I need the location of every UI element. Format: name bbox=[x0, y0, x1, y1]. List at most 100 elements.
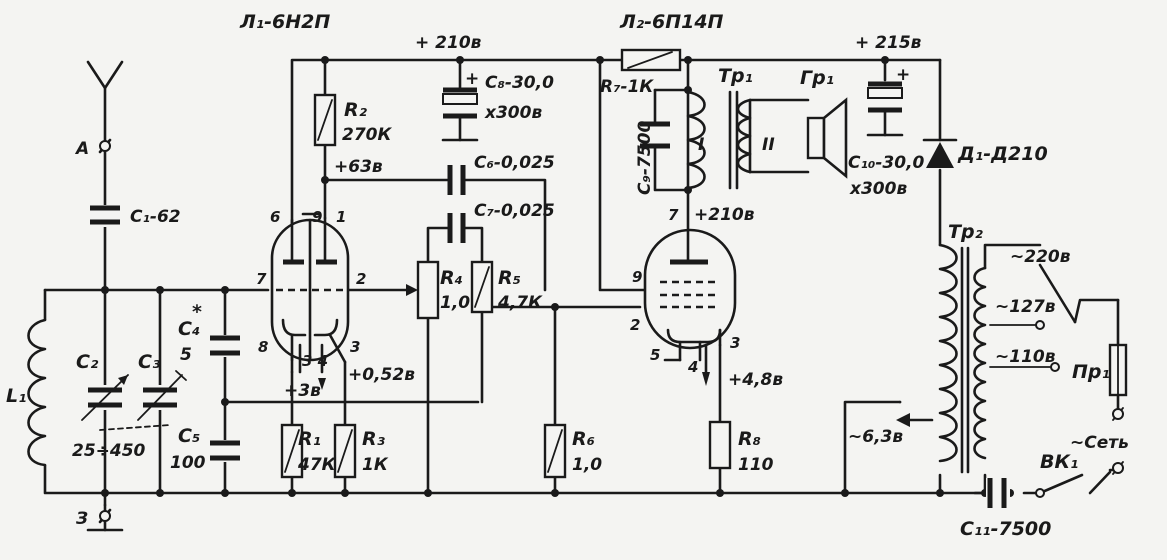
electrolytic-capacitor-c10: + bbox=[866, 65, 910, 137]
pin-l1-8: 8 bbox=[258, 338, 268, 356]
pin-l1-7: 7 bbox=[256, 270, 267, 288]
svg-text:+: + bbox=[896, 65, 910, 85]
capacitor-c4 bbox=[210, 335, 240, 357]
r3-value: 1К bbox=[362, 455, 389, 475]
variable-capacitor-c2 bbox=[81, 374, 129, 421]
resistor-r2 bbox=[313, 93, 337, 147]
resistor-r8 bbox=[708, 420, 732, 470]
r4-value: 1,0 bbox=[440, 293, 470, 313]
mains-label: ~Сеть bbox=[1070, 433, 1129, 453]
v63ac-label: ~6,3в bbox=[848, 427, 903, 447]
winding-1-label: I bbox=[698, 135, 704, 155]
electrolytic-capacitor-c8: + bbox=[441, 69, 479, 142]
c11-label: C₁₁-7500 bbox=[960, 518, 1051, 540]
tube-l1-label: Л₁-6Н2П bbox=[239, 11, 330, 33]
r2-value: 270К bbox=[342, 125, 392, 145]
resistor-r4 bbox=[406, 260, 440, 320]
inductor-l1 bbox=[27, 318, 60, 467]
labels: Л₁-6Н2П Л₂-6П14П А З C₁-62 C₂ C₃ C₄ * 5 … bbox=[6, 11, 1129, 540]
v052-label: +0,52в bbox=[348, 365, 415, 385]
c4-value: 5 bbox=[180, 345, 192, 365]
r6-value: 1,0 bbox=[572, 455, 602, 475]
v210b-label: +210в bbox=[694, 205, 755, 225]
pin-l1-9: 9 bbox=[312, 208, 322, 226]
c3-label: C₃ bbox=[138, 351, 161, 373]
antenna-symbol bbox=[86, 60, 124, 524]
pin-l2-5: 5 bbox=[650, 346, 660, 364]
transformer-tr2 bbox=[896, 243, 987, 474]
c10-voltage: x300в bbox=[849, 179, 907, 199]
c9-label: C₉-7500 bbox=[635, 121, 655, 195]
r8-label: R₈ bbox=[738, 428, 761, 450]
tr2-label: Тр₂ bbox=[948, 221, 984, 243]
c2-label: C₂ bbox=[76, 351, 99, 373]
pin-l2-4: 4 bbox=[687, 358, 698, 376]
c10-label: C₁₀-30,0 bbox=[848, 153, 925, 173]
d1-label: Д₁-Д210 bbox=[957, 143, 1048, 165]
capacitor-c6 bbox=[447, 165, 466, 195]
c8-label: C₈-30,0 bbox=[485, 73, 554, 93]
transformer-tr1 bbox=[686, 90, 752, 190]
antenna-label: А bbox=[74, 139, 89, 159]
v3-label: +3в bbox=[284, 381, 321, 401]
r5-label: R₅ bbox=[498, 267, 521, 289]
l1-label: L₁ bbox=[6, 385, 26, 407]
capacitor-c1 bbox=[90, 205, 120, 227]
pin-l1-2: 2 bbox=[356, 270, 366, 288]
r3-label: R₃ bbox=[362, 428, 386, 450]
v127-label: ~127в bbox=[995, 297, 1056, 317]
capacitor-c11 bbox=[986, 478, 1010, 508]
fuse-pr1 bbox=[1108, 343, 1128, 475]
capacitor-c5 bbox=[210, 440, 240, 462]
pin-l2-7: 7 bbox=[668, 206, 679, 224]
resistor-r3 bbox=[333, 423, 357, 479]
pin-l1-3: 3 bbox=[350, 338, 360, 356]
c23-value: 25÷450 bbox=[72, 441, 146, 461]
r6-label: R₆ bbox=[572, 428, 595, 450]
r2-label: R₂ bbox=[344, 99, 368, 121]
pin-l1-6: 6 bbox=[270, 208, 280, 226]
pin-l2-2: 2 bbox=[630, 316, 640, 334]
tube-l2-label: Л₂-6П14П bbox=[619, 11, 724, 33]
r5-value: 4,7К bbox=[497, 293, 543, 313]
r7-label: R₇-1К bbox=[600, 77, 654, 97]
c8-voltage: x300в bbox=[484, 103, 542, 123]
voltage-selector bbox=[1035, 263, 1077, 372]
junctions bbox=[101, 56, 1014, 497]
resistor-r6 bbox=[543, 423, 567, 479]
v210-label: + 210в bbox=[415, 33, 482, 53]
diode-d1 bbox=[922, 138, 958, 168]
c7-label: C₇-0,025 bbox=[474, 201, 555, 221]
r1-value: 47К bbox=[297, 455, 337, 475]
vk1-label: ВК₁ bbox=[1040, 451, 1078, 473]
pin-l1-34: 3 4 bbox=[302, 352, 328, 370]
resistor-r5 bbox=[470, 260, 494, 314]
variable-capacitor-c3 bbox=[99, 370, 187, 431]
resistor-r7 bbox=[620, 48, 682, 72]
pin-l2-9: 9 bbox=[632, 268, 642, 286]
svg-text:+: + bbox=[465, 69, 479, 89]
winding-2-label: II bbox=[762, 135, 775, 155]
c4-label: C₄ bbox=[178, 318, 200, 340]
switch-vk1 bbox=[1035, 488, 1045, 498]
c5-value: 100 bbox=[170, 453, 206, 473]
resistor-r1 bbox=[280, 423, 304, 479]
v110-label: ~110в bbox=[995, 347, 1056, 367]
v215-label: + 215в bbox=[855, 33, 922, 53]
r4-label: R₄ bbox=[440, 267, 463, 289]
c6-label: C₆-0,025 bbox=[474, 153, 555, 173]
tube-l1-double-triode bbox=[270, 212, 350, 390]
tr1-label: Тр₁ bbox=[718, 65, 753, 87]
pin-l1-1: 1 bbox=[336, 208, 346, 226]
capacitor-c7 bbox=[447, 213, 466, 243]
r1-label: R₁ bbox=[298, 428, 321, 450]
pr1-label: Пр₁ bbox=[1072, 361, 1110, 383]
ground-label: З bbox=[75, 509, 88, 529]
r8-value: 110 bbox=[738, 455, 774, 475]
v220-label: ~220в bbox=[1010, 247, 1071, 267]
capacitor-c9 bbox=[640, 121, 670, 149]
gr1-label: Гр₁ bbox=[800, 67, 834, 89]
c5-label: C₅ bbox=[178, 425, 200, 447]
v63-label: +63в bbox=[334, 157, 383, 177]
